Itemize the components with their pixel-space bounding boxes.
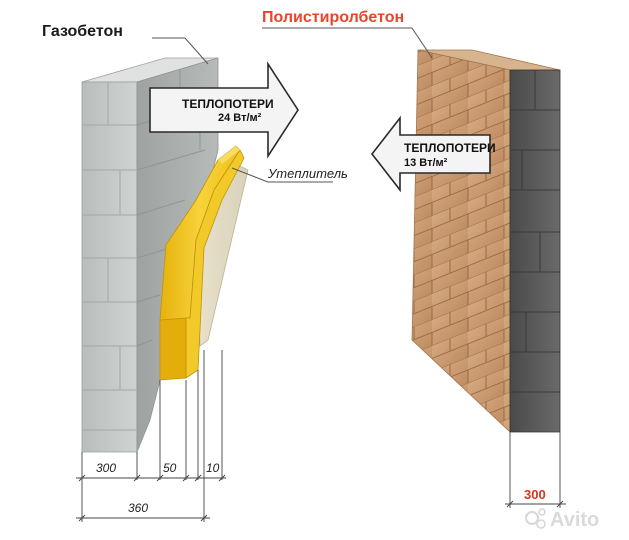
insulation-layer [159, 145, 245, 381]
left-heat-loss-label: ТЕПЛОПОТЕРИ [182, 97, 274, 111]
insulation-leader [231, 167, 333, 183]
right-heat-loss-value: 13 Вт/м² [404, 157, 448, 169]
heat-loss-arrow-left [149, 61, 299, 159]
avito-watermark: Avito [525, 508, 599, 531]
left-heat-loss-value: 24 Вт/м² [218, 112, 262, 124]
dim-total-thickness: 360 [128, 501, 148, 515]
dim-block-thickness: 300 [96, 461, 116, 475]
dim-insulation-thickness: 50 [163, 461, 177, 475]
polystyrene-concrete-wall [411, 49, 561, 433]
left-title-leader [152, 37, 209, 65]
left-wall-title: Газобетон [42, 23, 123, 40]
right-dimension-lines [505, 432, 566, 508]
right-title-leader [262, 27, 433, 59]
right-wall-title: Полистиролбетон [262, 9, 404, 26]
dim-finish-thickness: 10 [206, 461, 220, 475]
heat-loss-arrow-right [370, 115, 491, 193]
watermark-text: Avito [550, 509, 599, 531]
left-dimension-lines [76, 350, 226, 522]
right-heat-loss-label: ТЕПЛОПОТЕРИ [404, 141, 496, 155]
right-dim-block-thickness: 300 [524, 487, 546, 502]
insulation-label: Утеплитель [267, 166, 348, 181]
